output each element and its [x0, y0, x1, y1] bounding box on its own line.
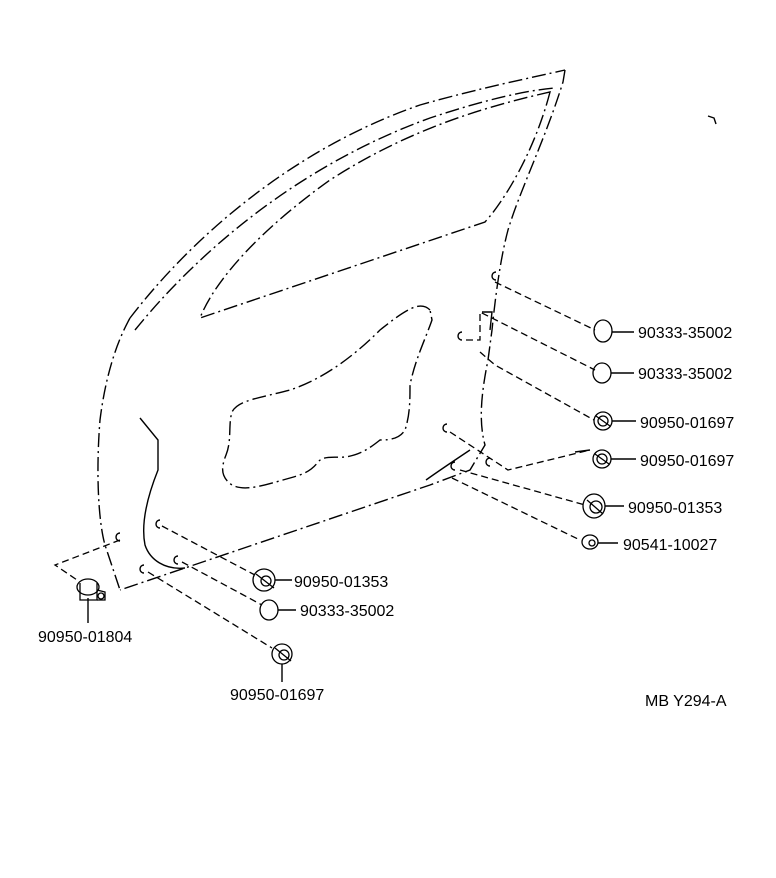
part-number-label: 90950-01697 — [230, 687, 324, 704]
grommet-icon — [252, 568, 276, 592]
door-outline — [97, 69, 566, 591]
leader-lines — [53, 281, 596, 649]
grommet-icon — [593, 411, 613, 431]
grommet-icon — [592, 449, 612, 469]
part-number-label: 90950-01353 — [628, 500, 722, 517]
grommet-icon — [582, 493, 606, 519]
drawing-code-label: MB Y294-A — [645, 693, 727, 710]
part-number-label: 90950-01353 — [294, 574, 388, 591]
part-number-label: 90333-35002 — [300, 603, 394, 620]
grommet-icon — [271, 643, 293, 665]
clip-icon — [76, 578, 106, 601]
door-inner-frame — [139, 311, 493, 569]
mounting-holes — [115, 271, 497, 574]
part-icons — [76, 319, 613, 665]
cushion-icon — [581, 534, 599, 550]
label-leaders — [87, 331, 636, 682]
part-number-label: 90333-35002 — [638, 366, 732, 383]
part-number-label: 90333-35002 — [638, 325, 732, 342]
service-hole-outline — [221, 305, 433, 489]
plug-icon — [592, 362, 612, 384]
part-number-label: 90541-10027 — [623, 537, 717, 554]
plug-icon — [593, 319, 613, 343]
part-number-label: 90950-01697 — [640, 453, 734, 470]
scan-mark — [707, 115, 717, 125]
part-labels: 90333-35002 90333-35002 90950-01697 9095… — [38, 325, 734, 710]
plug-icon — [259, 599, 279, 621]
part-number-label: 90950-01804 — [38, 629, 132, 646]
part-number-label: 90950-01697 — [640, 415, 734, 432]
